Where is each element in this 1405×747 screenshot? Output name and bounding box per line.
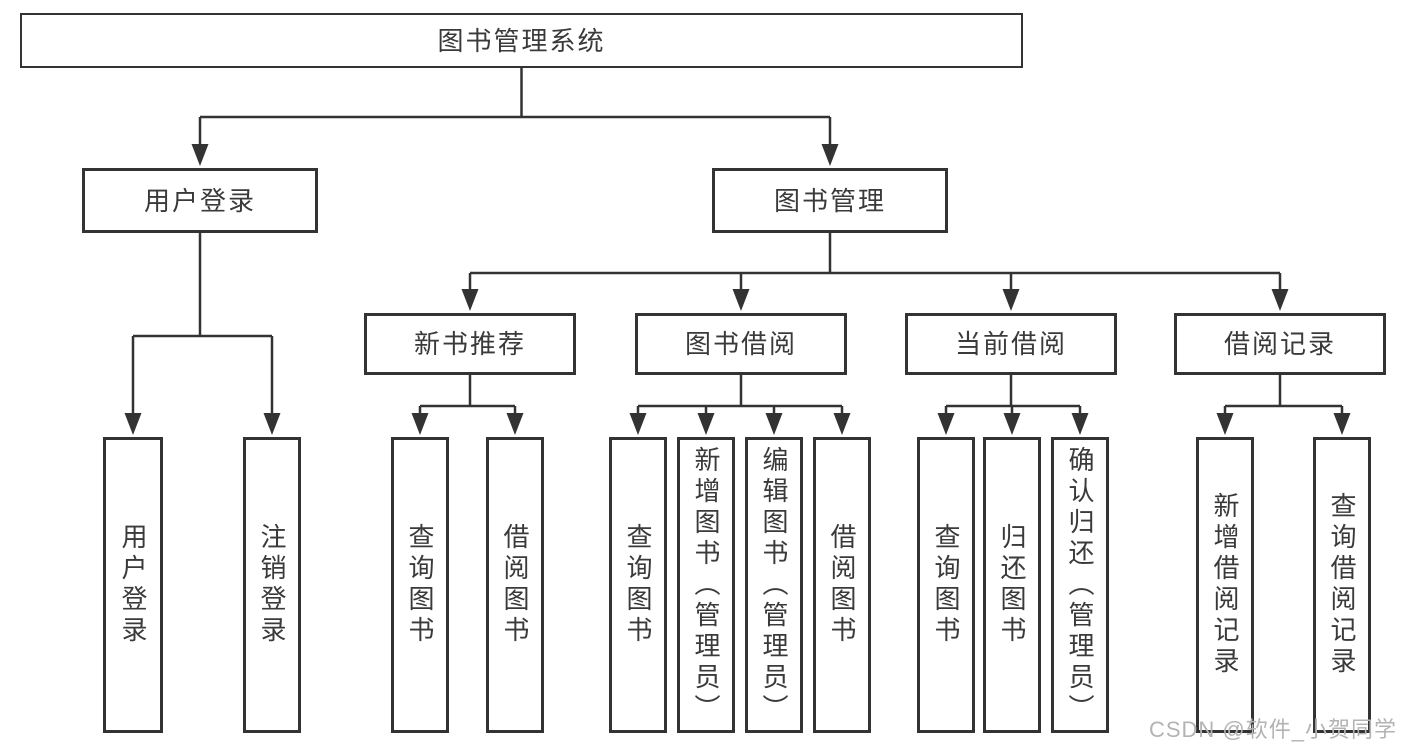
leaf-user-login: 用户登录 bbox=[103, 437, 163, 733]
connector-bookborrow-to-leaves bbox=[629, 375, 851, 435]
leaf-query-books-recommend: 查询图书 bbox=[391, 437, 449, 733]
leaf-logout: 注销登录 bbox=[243, 437, 301, 733]
leaf-query-borrow-record: 查询借阅记录 bbox=[1313, 437, 1371, 733]
connector-currentborrow-to-leaves bbox=[937, 375, 1089, 435]
leaf-query-books-borrow: 查询图书 bbox=[609, 437, 667, 733]
node-book-management: 图书管理 bbox=[712, 168, 948, 233]
leaf-return-books: 归还图书 bbox=[983, 437, 1041, 733]
connector-borrowrecords-to-leaves bbox=[1216, 375, 1351, 435]
leaf-borrow-books: 借阅图书 bbox=[813, 437, 871, 733]
node-user-login-group: 用户登录 bbox=[82, 168, 318, 233]
leaf-add-borrow-record: 新增借阅记录 bbox=[1196, 437, 1254, 733]
leaf-add-books-admin: 新增图书（管理员） bbox=[677, 437, 735, 733]
connector-newbook-to-leaves bbox=[411, 375, 524, 435]
connector-bookmgmt-to-level2 bbox=[461, 233, 1289, 311]
leaf-query-books-current: 查询图书 bbox=[917, 437, 975, 733]
leaf-borrow-books-recommend: 借阅图书 bbox=[486, 437, 544, 733]
csdn-watermark: CSDN @软件_小贺同学 bbox=[1148, 717, 1397, 742]
node-new-book-recommend: 新书推荐 bbox=[364, 313, 576, 375]
connector-root-to-level1 bbox=[191, 68, 839, 166]
leaf-confirm-return-admin: 确认归还（管理员） bbox=[1051, 437, 1109, 733]
node-current-borrow: 当前借阅 bbox=[905, 313, 1117, 375]
node-book-borrow: 图书借阅 bbox=[635, 313, 847, 375]
leaf-edit-books-admin: 编辑图书（管理员） bbox=[745, 437, 803, 733]
node-borrow-records: 借阅记录 bbox=[1174, 313, 1386, 375]
node-library-management-system: 图书管理系统 bbox=[20, 13, 1023, 68]
connector-userlogin-to-leaves bbox=[124, 233, 281, 435]
